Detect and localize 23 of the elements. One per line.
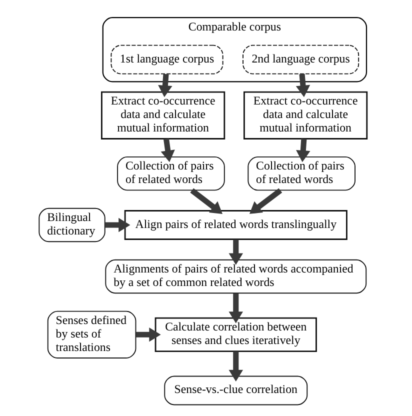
arrow (296, 74, 310, 98)
arrow (104, 218, 130, 232)
arrow (160, 138, 175, 162)
node-box: Calculate correlation between senses and clues iteratively (154, 317, 317, 352)
node-box: Collection of pairs of related words (117, 156, 225, 191)
node-box: 2nd language corpus (242, 44, 360, 74)
node-box: 1st language corpus (110, 44, 224, 74)
node-box: Extract co-occurrence data and calculate mutual information (101, 91, 226, 140)
node-box: Align pairs of related words translingually (124, 210, 348, 240)
arrow (296, 138, 310, 162)
arrow (136, 328, 161, 342)
arrow (158, 74, 172, 98)
arrow (228, 239, 244, 265)
arrow (190, 188, 222, 214)
arrow (228, 293, 244, 324)
arrow (249, 188, 282, 214)
node-box: Collection of pairs of related words (248, 156, 356, 191)
node-box: Sense-vs.-clue correlation (164, 376, 308, 406)
node-box: Alignments of pairs of related words accompanied by a set of common related words (105, 259, 367, 294)
arrow (228, 351, 244, 382)
node-box: Bilingual dictionary (38, 208, 106, 242)
node-box: Extract co-occurrence data and calculate mutual information (243, 91, 368, 140)
node-box: Senses defined by sets of translations (47, 310, 136, 358)
